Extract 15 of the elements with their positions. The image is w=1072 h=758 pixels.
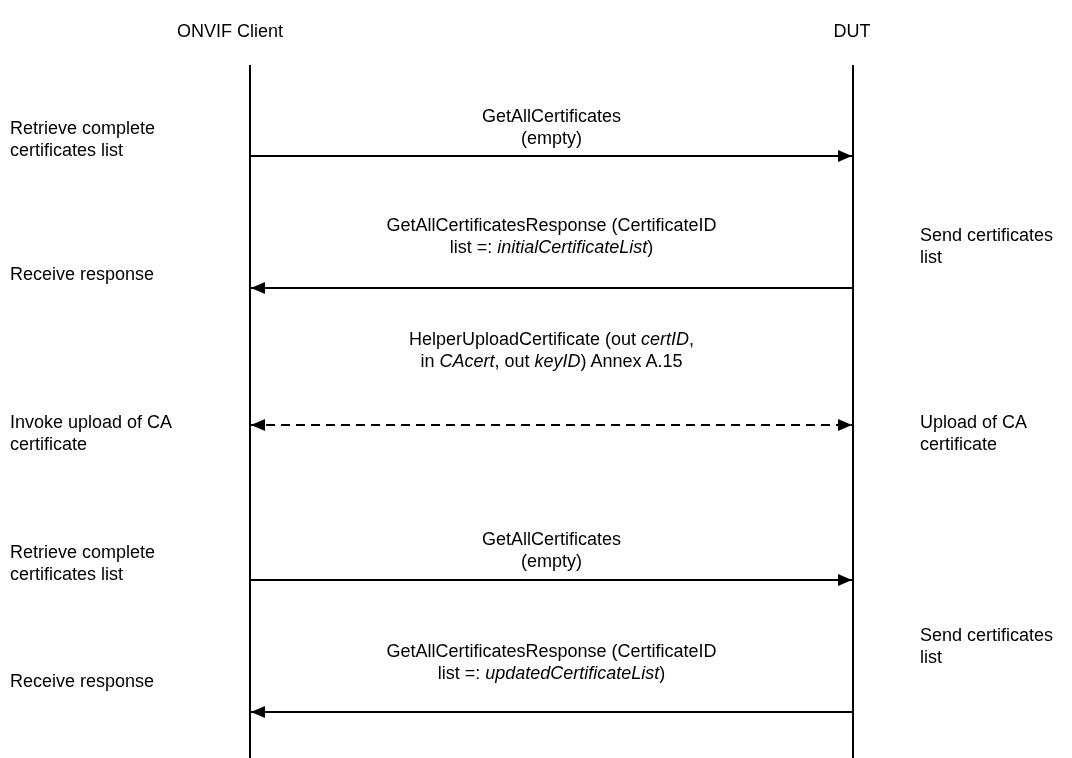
lifeline-header: DUT [833, 20, 871, 42]
step-note: Retrieve complete certificates list [10, 117, 157, 161]
message-arrow [250, 706, 853, 718]
message-arrow [250, 419, 853, 431]
message-arrow [250, 574, 853, 586]
step-note: Upload of CA certificate [920, 411, 1028, 455]
step-note: Retrieve complete certificates list [10, 541, 157, 585]
step-note: Send certificates list [920, 224, 1055, 268]
step-note: Send certificates list [920, 624, 1055, 668]
step-note: Invoke upload of CA certificate [10, 411, 173, 455]
message-arrow [250, 282, 853, 294]
lifeline-header: ONVIF Client [177, 20, 283, 42]
step-note: Receive response [10, 670, 156, 692]
message-arrow [250, 150, 853, 162]
step-note: Receive response [10, 263, 156, 285]
